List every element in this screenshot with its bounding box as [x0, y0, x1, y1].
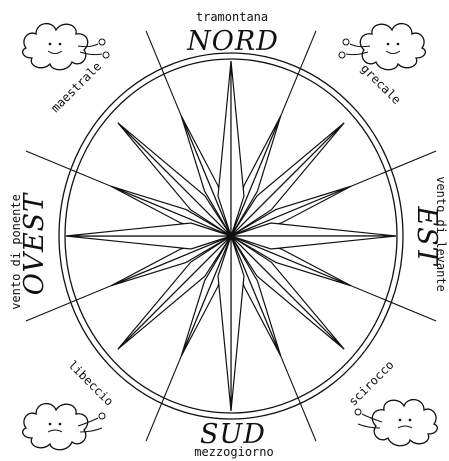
- compass-star: [66, 61, 396, 411]
- cloud-southwest-icon: [23, 404, 105, 450]
- north-cardinal-label: NORD: [186, 26, 279, 57]
- wind-label-east: vento di levante: [434, 176, 448, 292]
- wind-label-south: mezzogiorno: [194, 445, 273, 459]
- west-cardinal-label: OVEST: [19, 192, 50, 295]
- cloud-southeast-icon: [355, 400, 437, 446]
- wind-label-west: vento di ponente: [9, 194, 23, 310]
- cloud-northeast-icon: [339, 24, 425, 70]
- wind-label-north: tramontana: [196, 10, 268, 24]
